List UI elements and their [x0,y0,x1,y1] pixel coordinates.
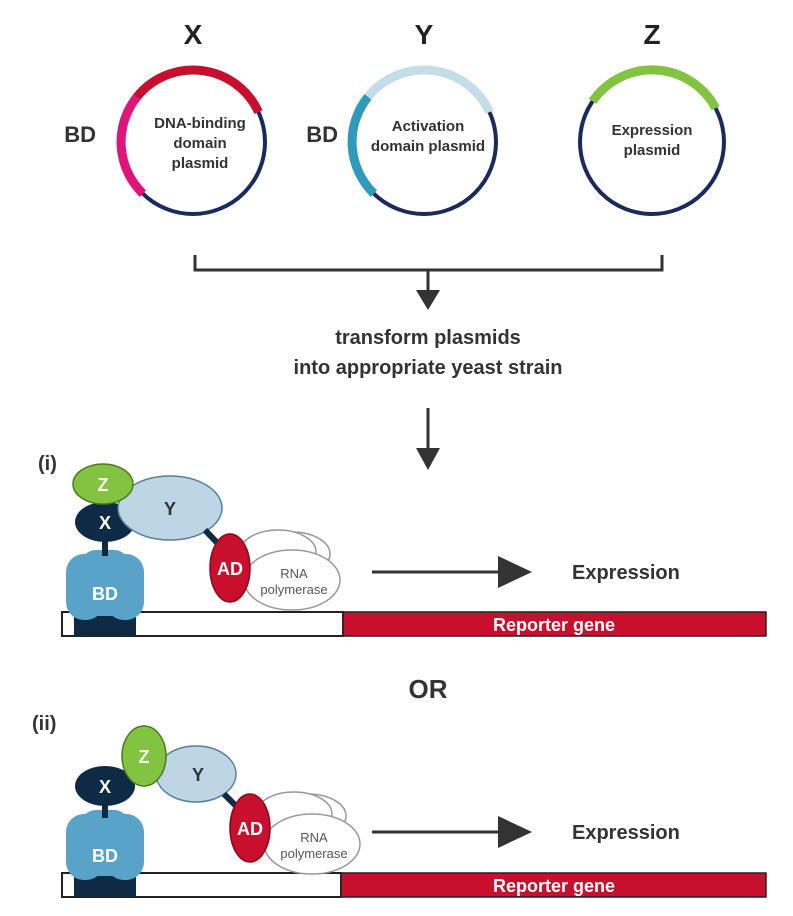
or-label: OR [409,674,448,704]
scenario-ii-rna-line-2: polymerase [280,846,347,861]
scenario-i-ad-label: AD [217,559,243,579]
plasmid-z-insert [588,65,720,111]
scenario-ii-x-label: X [99,777,111,797]
scenario-ii-tag: (ii) [32,713,56,735]
down-arrow-2 [416,408,440,470]
scenario-ii-z-label: Z [139,747,150,767]
plasmid-y: Y BD Activation domain plasmid [306,19,498,216]
scenario-i-y-label: Y [164,499,176,519]
scenario-ii-ad-label: AD [237,819,263,839]
scenario-i-tag: (i) [38,453,57,475]
scenario-i-reporter-label: Reporter gene [493,615,615,635]
scenario-ii-expression-label: Expression [572,822,680,844]
scenario-ii-rna-line-1: RNA [300,830,328,845]
scenario-i-reporter-gene [342,611,767,637]
scenario-i-rna-line-2: polymerase [260,582,327,597]
plasmid-x-side-label: BD [64,122,96,147]
scenario-ii-expression-arrow-head [498,816,532,848]
plasmid-y-domain-segment [347,94,378,197]
scenario-ii-x-protein [75,766,135,806]
plasmid-x-label-line-2: domain [173,135,226,152]
scenario-i-x-label: X [99,513,111,533]
plasmid-z: Z Expression plasmid [578,19,726,216]
down-arrow-head-1 [416,290,440,310]
plasmid-x: X BD DNA-binding domain plasmid [64,19,267,216]
plasmid-y-insert [364,65,494,115]
scenario-ii-reporter-gene [340,872,767,898]
plasmid-x-label-line-3: plasmid [172,155,229,172]
scenario-ii-y-label: Y [192,765,204,785]
merge-bracket [193,255,664,310]
scenario-ii: (ii) Reporter gene BD X Y Z RNA [32,713,767,898]
plasmid-y-side-label: BD [306,122,338,147]
scenario-i-y-protein [117,475,223,541]
scenario-i-rna-line-1: RNA [280,566,308,581]
scenario-i-ad-protein [209,533,251,603]
scenario-ii-rna-polymerase [255,791,361,875]
scenario-i-z-label: Z [98,475,109,495]
plasmid-z-gene-label: Z [643,19,660,50]
plasmid-x-domain-segment [116,94,147,197]
step-text-line-1: transform plasmids [335,327,521,349]
scenario-i: (i) Reporter gene BD X Y Z RNA [38,453,767,637]
scenario-ii-ad-protein [229,793,271,863]
scenario-i-bd-label: BD [92,584,118,604]
plasmid-y-gene-label: Y [415,19,434,50]
scenario-i-bd-protein [66,550,144,620]
plasmid-x-label-line-1: DNA-binding [154,115,246,132]
plasmid-z-label-line-1: Expression [612,122,693,139]
plasmid-y-label-line-2: domain plasmid [371,138,485,155]
plasmid-x-insert [133,65,263,115]
scenario-i-z-protein [72,463,134,505]
plasmid-z-label-line-2: plasmid [624,142,681,159]
step-text-line-2: into appropriate yeast strain [294,357,563,379]
scenario-ii-bd-label: BD [92,846,118,866]
scenario-ii-reporter-label: Reporter gene [493,876,615,896]
scenario-ii-bd-protein [66,810,144,880]
plasmid-x-gene-label: X [184,19,203,50]
scenario-ii-z-protein [121,725,167,787]
scenario-i-rna-polymerase [239,529,341,611]
scenario-i-expression-arrow-head [498,556,532,588]
plasmid-y-label-line-1: Activation [392,118,465,135]
scenario-i-expression-label: Expression [572,562,680,584]
